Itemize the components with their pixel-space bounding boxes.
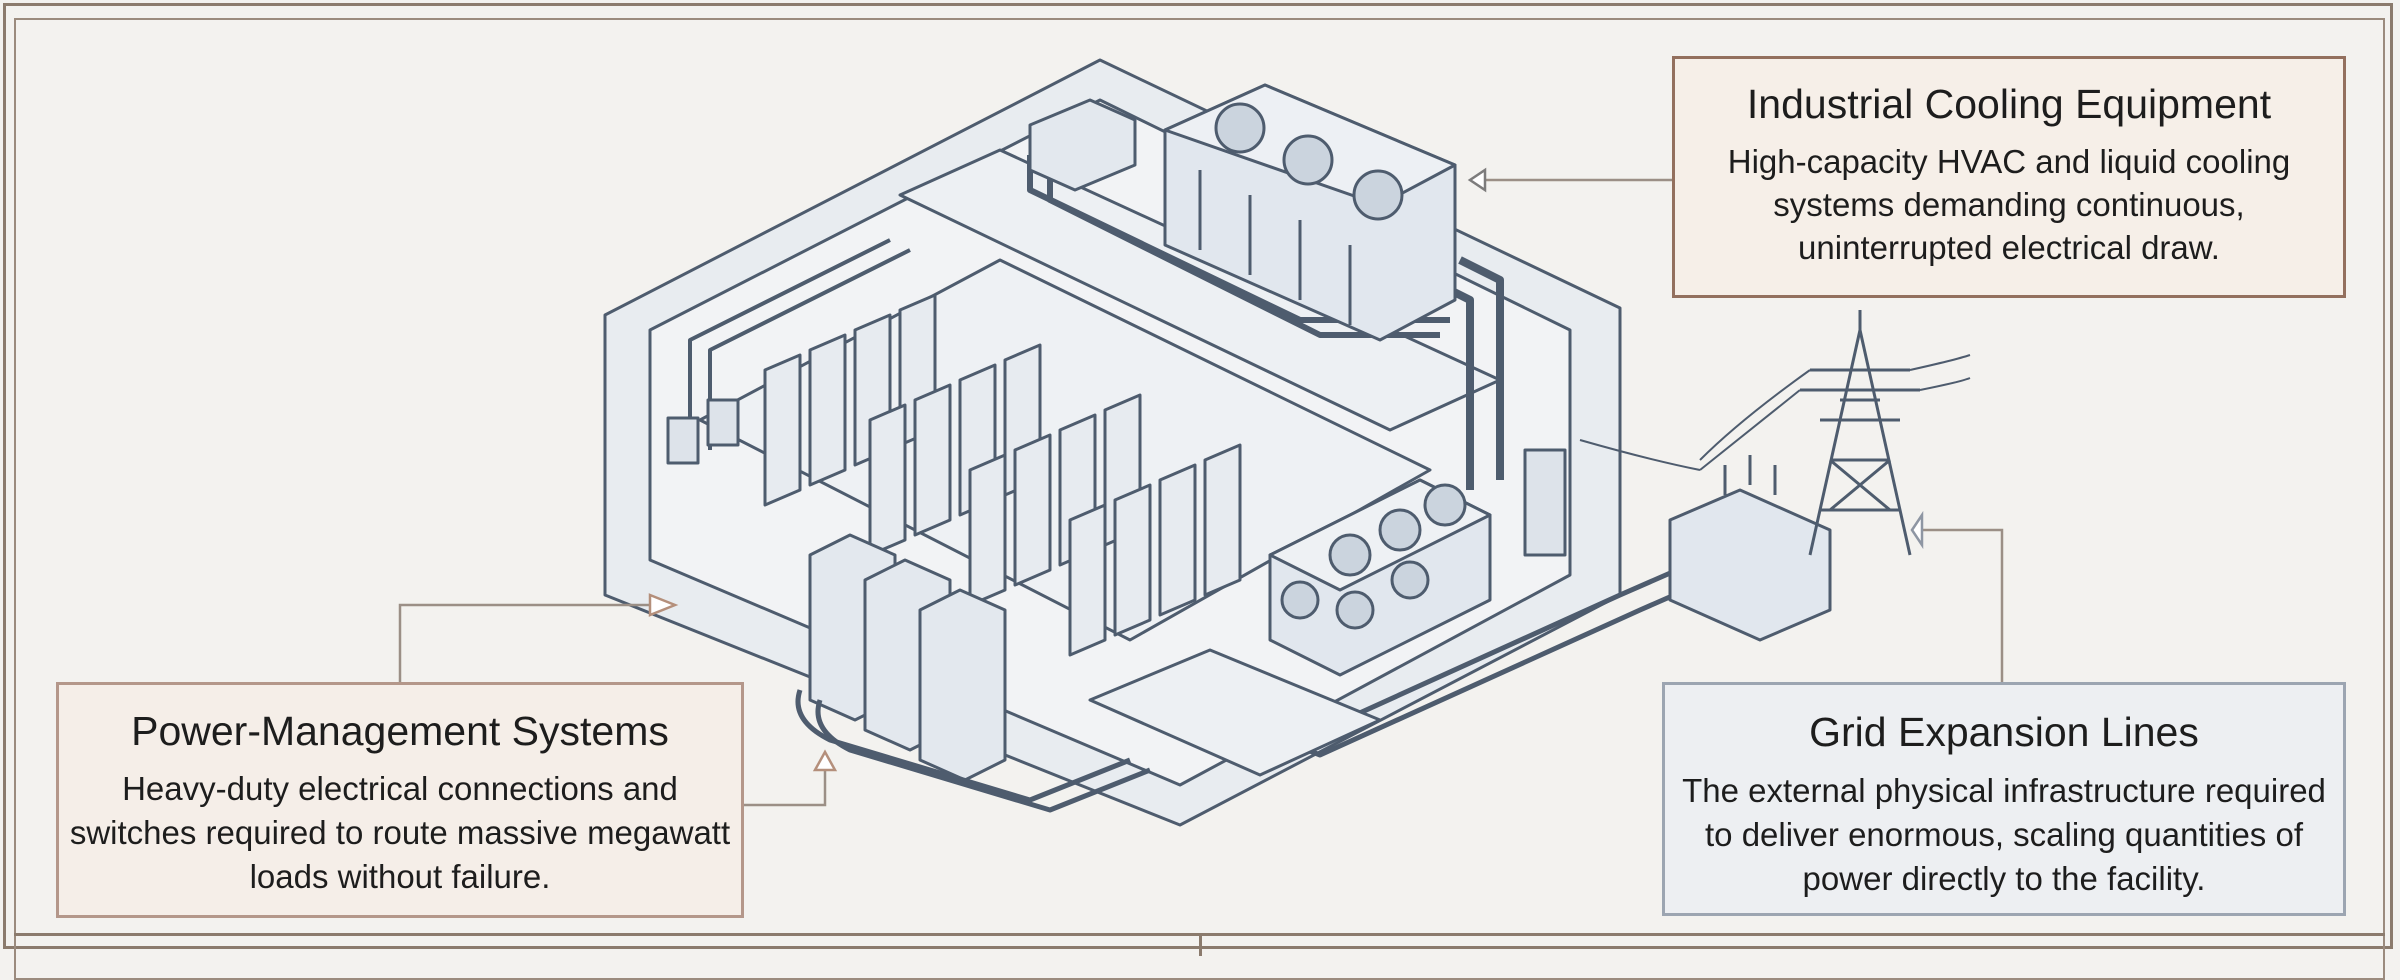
grid-callout-description: The external physical infrastructure req… [1682, 772, 2326, 897]
fan-icon [1352, 169, 1404, 221]
grid-callout-title: Grid Expansion Lines [1809, 709, 2199, 755]
server-rack-icon [1203, 443, 1242, 597]
power-line [1909, 354, 1971, 371]
cooling-callout-description: High-capacity HVAC and liquid cooling sy… [1727, 143, 2291, 266]
fan-icon [1390, 560, 1430, 600]
cooling-callout-title: Industrial Cooling Equipment [1746, 81, 2272, 127]
wall-conduit [688, 238, 891, 440]
power-callout-description: Heavy-duty electrical connections and sw… [69, 770, 731, 895]
server-rack-icon [808, 333, 847, 487]
power-line [1699, 369, 1811, 461]
arrow-icon [648, 593, 679, 617]
switchgear-group [808, 533, 1007, 782]
arrow-icon [1467, 167, 1487, 193]
cooling-callout: Industrial Cooling Equipment High-capaci… [1672, 56, 2346, 298]
power-callout: Power-Management Systems Heavy-duty elec… [56, 682, 744, 918]
power-line [1699, 389, 1801, 471]
power-callout-title: Power-Management Systems [131, 708, 669, 754]
server-rack-row [763, 293, 1242, 657]
outer-frame [3, 3, 2393, 949]
power-line [1579, 439, 1701, 471]
fan-icon [1328, 533, 1372, 577]
server-rack-icon [1013, 433, 1052, 587]
wall-electrical-box [706, 398, 740, 447]
fan-icon [1378, 508, 1422, 552]
data-center-diagram [398, 58, 2004, 827]
switchgear-icon [918, 588, 1007, 782]
power-callout-connector-lower [744, 770, 827, 807]
bottom-divider-tick [1199, 936, 1202, 956]
cable-trench [1088, 648, 1382, 777]
fan-icon [1423, 483, 1467, 527]
wall-electrical-box [666, 416, 700, 465]
server-rack-icon [763, 353, 802, 507]
grid-callout: Grid Expansion Lines The external physic… [1662, 682, 2346, 916]
wall-electrical-panel [1523, 448, 1567, 557]
server-rack-icon [868, 403, 907, 557]
fan-icon [1214, 102, 1266, 154]
server-rack-icon [1113, 483, 1152, 637]
grid-callout-connector [1920, 528, 2004, 682]
server-rack-icon [968, 453, 1007, 607]
arrow-icon [812, 749, 838, 772]
bottom-divider [14, 933, 2385, 936]
power-callout-connector [398, 603, 665, 682]
fan-icon [1335, 590, 1375, 630]
arrow-icon [1910, 510, 1924, 550]
cooling-pipe [1458, 256, 1504, 480]
fan-icon [1282, 134, 1334, 186]
server-rack-icon [913, 383, 952, 537]
power-line [1919, 377, 1971, 391]
server-rack-icon [1158, 463, 1197, 617]
floor-conduit [815, 699, 1151, 813]
transmission-tower-icon [1800, 310, 1920, 556]
transformer-icon [1668, 488, 1832, 642]
fan-icon [1280, 580, 1320, 620]
rooftop-unit [1028, 98, 1137, 192]
server-rack-icon [1068, 503, 1107, 657]
